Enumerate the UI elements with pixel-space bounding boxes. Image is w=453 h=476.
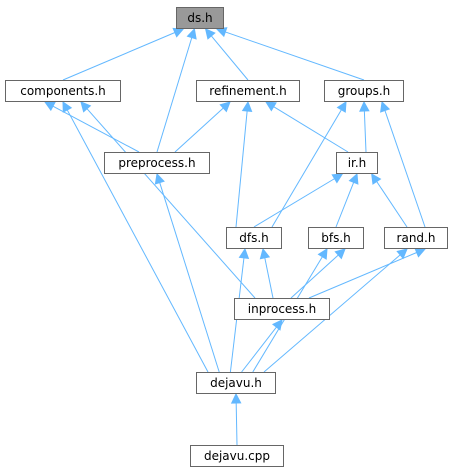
arrowhead-refinement-to-ds <box>204 28 216 40</box>
edge-inprocess-to-bfs <box>290 254 339 299</box>
arrowhead-ir-to-refinement <box>265 101 277 112</box>
node-bfs-h[interactable]: bfs.h <box>308 227 364 249</box>
arrowhead-components-to-ds <box>172 27 185 38</box>
edge-inprocess-to-components <box>86 108 256 299</box>
edge-dejavu_cpp-to-dejavu <box>235 402 238 446</box>
node-components-h[interactable]: components.h <box>5 80 121 102</box>
edge-inprocess-to-rand <box>308 252 417 299</box>
edge-dejavu-to-components <box>66 109 209 373</box>
arrowhead-inprocess-to-dfs <box>259 247 271 260</box>
arrowhead-preprocess-to-ds <box>186 27 197 40</box>
node-preprocess-h[interactable]: preprocess.h <box>104 152 210 174</box>
arrowhead-dejavu-to-components <box>62 101 73 113</box>
edge-bfs-to-ir <box>335 182 355 228</box>
edge-preprocess-to-refinement <box>174 107 224 153</box>
arrowhead-dfs-to-groups <box>336 101 347 113</box>
edge-rand-to-groups <box>384 110 426 228</box>
arrowhead-dfs-to-ir <box>331 173 344 184</box>
arrowhead-dejavu-to-rand <box>396 248 408 260</box>
arrowhead-dejavu-to-bfs <box>317 248 328 260</box>
edge-groups-to-ds <box>225 31 365 81</box>
arrowhead-dejavu-to-inprocess <box>271 319 283 331</box>
edge-dejavu-to-preprocess <box>159 182 220 373</box>
arrowhead-inprocess-to-components <box>80 101 92 113</box>
arrowhead-dejavu_cpp-to-dejavu <box>230 392 242 404</box>
edge-components-to-ds <box>62 32 176 81</box>
edge-refinement-to-ds <box>210 35 249 81</box>
arrowhead-dejavu-to-dfs <box>238 247 250 260</box>
arrowhead-preprocess-to-refinement <box>219 101 231 113</box>
edge-dfs-to-groups <box>271 109 342 228</box>
edge-ir-to-groups <box>363 110 367 153</box>
node-inprocess-h[interactable]: inprocess.h <box>234 298 330 320</box>
edge-preprocess-to-ds <box>156 37 193 153</box>
arrowhead-dfs-to-refinement <box>241 100 253 112</box>
arrowhead-inprocess-to-bfs <box>334 248 346 260</box>
node-refinement-h[interactable]: refinement.h <box>196 80 300 102</box>
edge-ir-to-refinement <box>273 106 349 153</box>
node-ir-h[interactable]: ir.h <box>336 152 378 174</box>
edge-inprocess-to-dfs <box>264 257 274 299</box>
edge-preprocess-to-components <box>52 105 140 153</box>
arrowhead-rand-to-groups <box>380 100 391 113</box>
edge-dejavu-to-rand <box>263 254 401 373</box>
edge-dfs-to-refinement <box>235 110 248 228</box>
arrowhead-rand-to-ir <box>371 173 382 185</box>
arrowhead-bfs-to-ir <box>348 172 359 185</box>
node-groups-h[interactable]: groups.h <box>324 80 404 102</box>
arrowhead-inprocess-to-rand <box>414 247 427 258</box>
edge-rand-to-ir <box>376 181 408 228</box>
edge-dfs-to-ir <box>253 178 335 228</box>
node-dejavu-h[interactable]: dejavu.h <box>196 372 276 394</box>
arrowhead-ir-to-groups <box>359 100 370 112</box>
arrowhead-dejavu-to-preprocess <box>154 172 165 185</box>
arrowhead-preprocess-to-components <box>44 101 56 112</box>
node-dejavu-cpp[interactable]: dejavu.cpp <box>190 445 284 467</box>
edge-dejavu-to-inprocess <box>241 326 277 373</box>
node-ds-h[interactable]: ds.h <box>176 7 224 29</box>
node-dfs-h[interactable]: dfs.h <box>226 227 282 249</box>
node-rand-h[interactable]: rand.h <box>384 227 448 249</box>
